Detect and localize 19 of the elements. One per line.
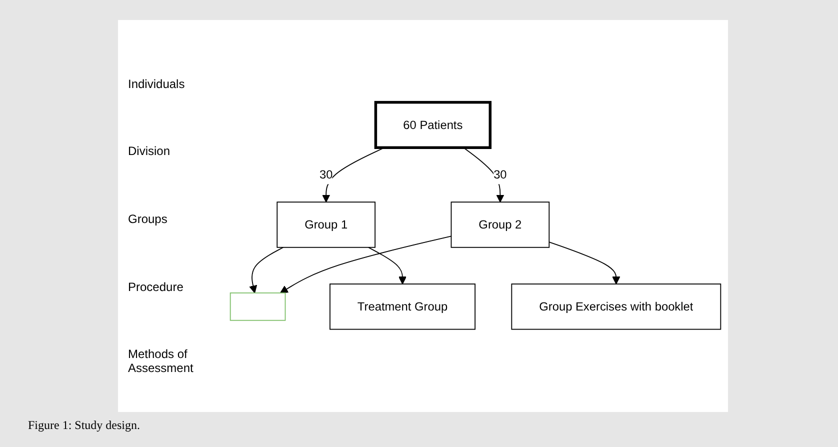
node-box: Group 1 [276,202,376,248]
node-box: Group Exercises with booklet [511,284,722,330]
node-box: Group 2 [450,202,550,248]
node-box [230,292,286,322]
arrow [548,242,620,285]
arrow [368,247,407,285]
arrow [249,247,284,294]
arrow [463,147,504,203]
row-label: Methods of Assessment [128,347,194,376]
node-box: Treatment Group [330,284,476,330]
row-label: Groups [128,212,168,226]
edge-label: 30 [319,168,333,182]
row-label: Division [128,144,172,158]
node-box: 60 Patients [374,101,492,150]
arrow [280,236,452,294]
figure-caption: Figure 1: Study design. [28,418,140,433]
row-label: Individuals [128,76,186,91]
edge-label: 30 [494,168,507,182]
row-label: Procedure [128,280,184,294]
